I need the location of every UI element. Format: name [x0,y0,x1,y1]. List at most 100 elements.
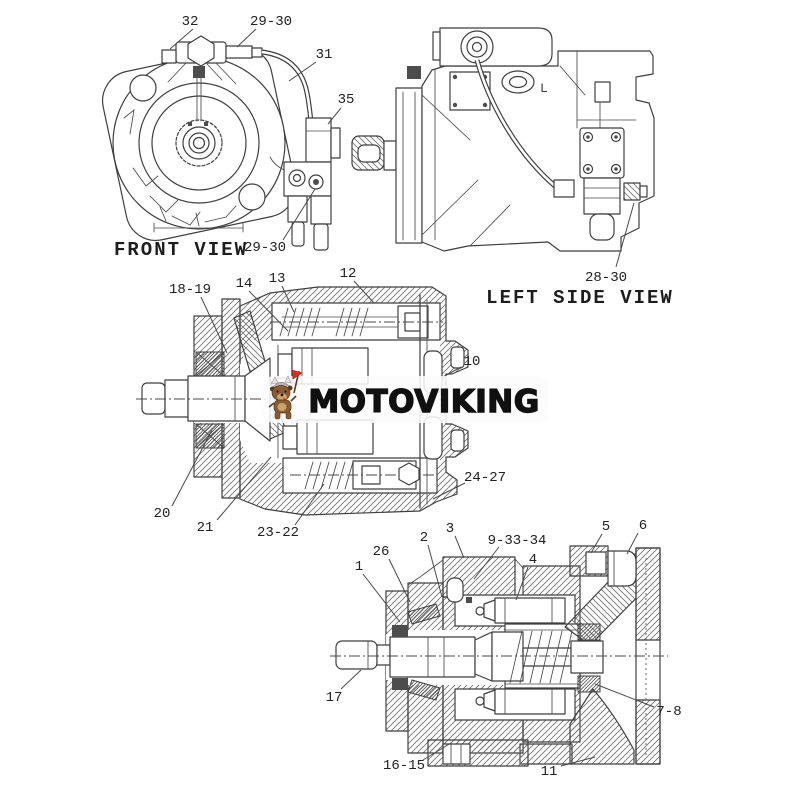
callout-label-21: 21 [197,520,214,536]
callout-leader-9-33-34 [473,546,500,580]
callout-label-23-22: 23-22 [257,525,299,541]
callout-leader-31 [288,61,317,82]
callout-leader-28-30 [615,202,635,268]
callout-label-28-30: 28-30 [585,270,627,286]
callout-label-12: 12 [340,266,357,282]
callout-label-6: 6 [639,518,647,534]
side-key-block [407,66,421,79]
callout-leader-4 [515,566,529,601]
callout-label-26: 26 [373,544,390,560]
callout-leader-32 [169,28,194,50]
viking-dog-mascot [268,369,303,420]
fitting-28-30 [623,182,641,201]
callout-leader-7-8 [594,683,655,708]
front-view-title: FRONT VIEW [114,239,248,261]
bot-bearing-7-8 [577,623,601,693]
front-bolt-hole [238,183,266,211]
callout-label-17: 17 [326,690,343,706]
mid-drive-shaft [136,344,285,459]
side-port-l [501,70,611,103]
bot-piston-lower [475,688,566,715]
bot-piston-upper [475,597,566,624]
callout-leader-29-30 [236,28,257,48]
side-cylinder-head [432,27,553,67]
front-casting-ribs [123,108,237,227]
callout-label-32: 32 [182,14,199,30]
bot-spring [505,629,579,685]
key-block [193,66,205,78]
mid-bearing-upper [195,351,225,377]
callout-label-35: 35 [338,92,355,108]
bottom-cross-section [330,545,668,767]
bot-bearing-upper-left [392,603,441,637]
callout-leader-2 [427,544,443,598]
callout-label-1: 1 [355,559,363,575]
callout-leader-21 [216,456,272,521]
callout-label-3: 3 [446,521,454,537]
clamp-block [161,49,177,64]
side-hose [474,59,575,198]
callout-leader-23-22 [294,483,325,526]
mid-piston-lower [282,419,374,455]
callout-leader-17 [340,669,362,690]
callout-label-16-15: 16-15 [383,758,425,774]
watermark-text: MOTOVIKING [308,384,539,420]
callout-leader-24-27 [432,482,466,500]
front-view: FRONT VIEW [101,35,341,261]
callout-leader-12 [353,280,375,304]
watermark: MOTOVIKING [262,369,548,423]
callout-label-31: 31 [316,47,333,63]
callout-leader-20 [171,429,213,507]
callout-leader-18-19 [200,296,228,354]
bot-cap-6 [607,550,637,587]
callout-label-5: 5 [602,519,610,535]
front-top-fitting [161,35,263,122]
kidney-port [423,416,443,460]
callout-leader-14 [248,290,289,332]
callout-leader-26 [388,558,411,603]
callout-leader-29-30 [282,188,316,241]
mascot-flag [291,369,303,380]
bot-bearing-lower-left [392,678,441,701]
callout-label-2: 2 [420,530,428,546]
bot-shaft [330,631,668,682]
callout-label-7-8: 7-8 [656,704,681,720]
tube-fitting [251,47,263,58]
callout-leader-11 [560,756,596,767]
left-side-view: L LEFT SIDE VIEW [351,27,674,309]
callout-label-10: 10 [464,354,481,370]
callout-label-24-27: 24-27 [464,470,506,486]
bot-pin-bore [446,577,464,603]
front-shaft-hub [175,119,223,167]
front-dimension-line [153,222,244,233]
side-shaft [351,135,397,171]
callout-label-29-30: 29-30 [250,14,292,30]
callout-label-11: 11 [541,764,558,780]
front-valve-assembly [269,117,341,251]
side-housing-facets [421,50,637,247]
bot-fitting-5 [569,545,609,577]
watermark-band [262,376,548,423]
callout-label-4: 4 [529,552,537,568]
front-bolt-hole [129,74,157,102]
callout-leader-6 [626,532,639,555]
bot-bottom-plate [427,739,529,767]
callout-leader-35 [327,107,342,125]
callout-leader-5 [590,533,603,554]
callout-label-29-30: 29-30 [244,240,286,256]
callout-leader-3 [454,535,465,559]
hex-plug [398,462,420,486]
callout-label-14: 14 [236,276,253,292]
mid-control-piston [270,305,443,339]
callout-label-18-19: 18-19 [169,282,211,298]
side-valve-assembly [579,127,648,241]
callout-label-20: 20 [154,506,171,522]
port-label: L [540,81,548,96]
callout-leader-16-15 [422,742,452,761]
left-side-view-title: LEFT SIDE VIEW [486,287,674,309]
side-flange [395,87,423,244]
callout-leader-1 [362,573,401,623]
